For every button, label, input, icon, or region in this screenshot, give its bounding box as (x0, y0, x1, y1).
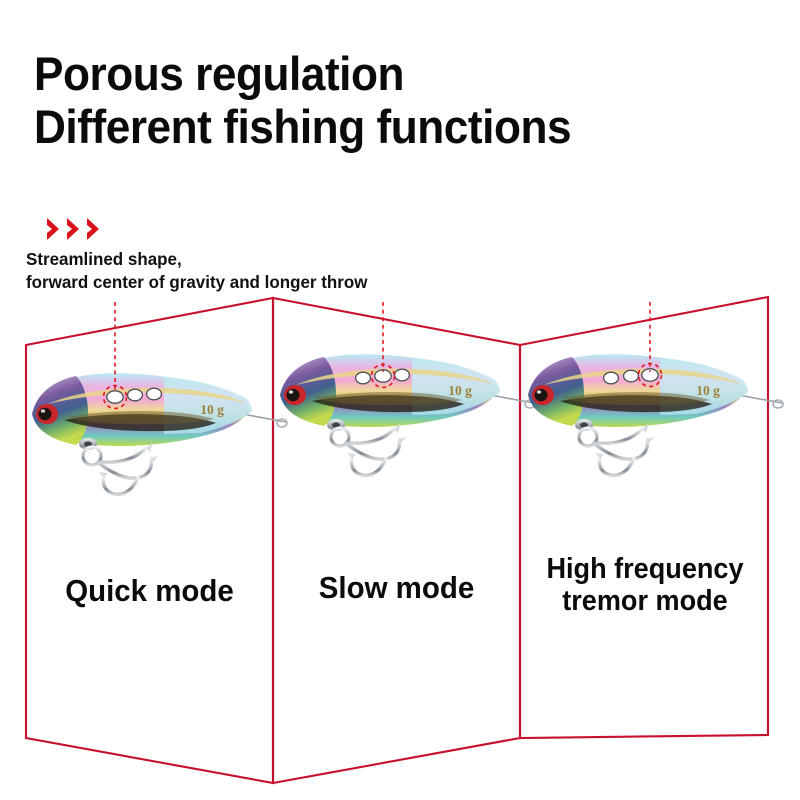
caption-line-1: High frequency (546, 553, 744, 585)
feature-line-2: forward center of gravity and longer thr… (26, 272, 368, 293)
chevron-group (46, 216, 106, 242)
lure-weight-label: 10 g (200, 402, 224, 417)
lure-weight-label: 10 g (448, 383, 472, 398)
lure-holes (106, 387, 163, 404)
headline-line-1: Porous regulation (34, 47, 405, 100)
feature-line-1: Streamlined shape, (26, 249, 182, 269)
lure-image-slow: 10 g (262, 333, 537, 483)
page-title: Porous regulation Different fishing func… (34, 47, 774, 153)
chevron-right-icon (87, 218, 99, 240)
lure-holes (354, 368, 411, 385)
lure-image-quick: 10 g (14, 352, 289, 502)
chevron-right-icon (47, 218, 59, 240)
lure-holes (602, 368, 659, 385)
caption-line-1: Slow mode (318, 570, 475, 605)
feature-description: Streamlined shape, forward center of gra… (26, 248, 546, 295)
caption-line-2: tremor mode (562, 585, 728, 618)
panel-caption-tremor: High frequency tremor mode (520, 553, 770, 618)
chevron-right-icon (67, 218, 79, 240)
caption-line-1: Quick mode (65, 573, 234, 608)
headline-line-2: Different fishing functions (34, 99, 572, 153)
lure-image-tremor: 10 g (510, 333, 785, 483)
lure-weight-label: 10 g (696, 383, 720, 398)
panel-caption-slow: Slow mode (273, 570, 520, 605)
panel-caption-quick: Quick mode (26, 573, 273, 608)
